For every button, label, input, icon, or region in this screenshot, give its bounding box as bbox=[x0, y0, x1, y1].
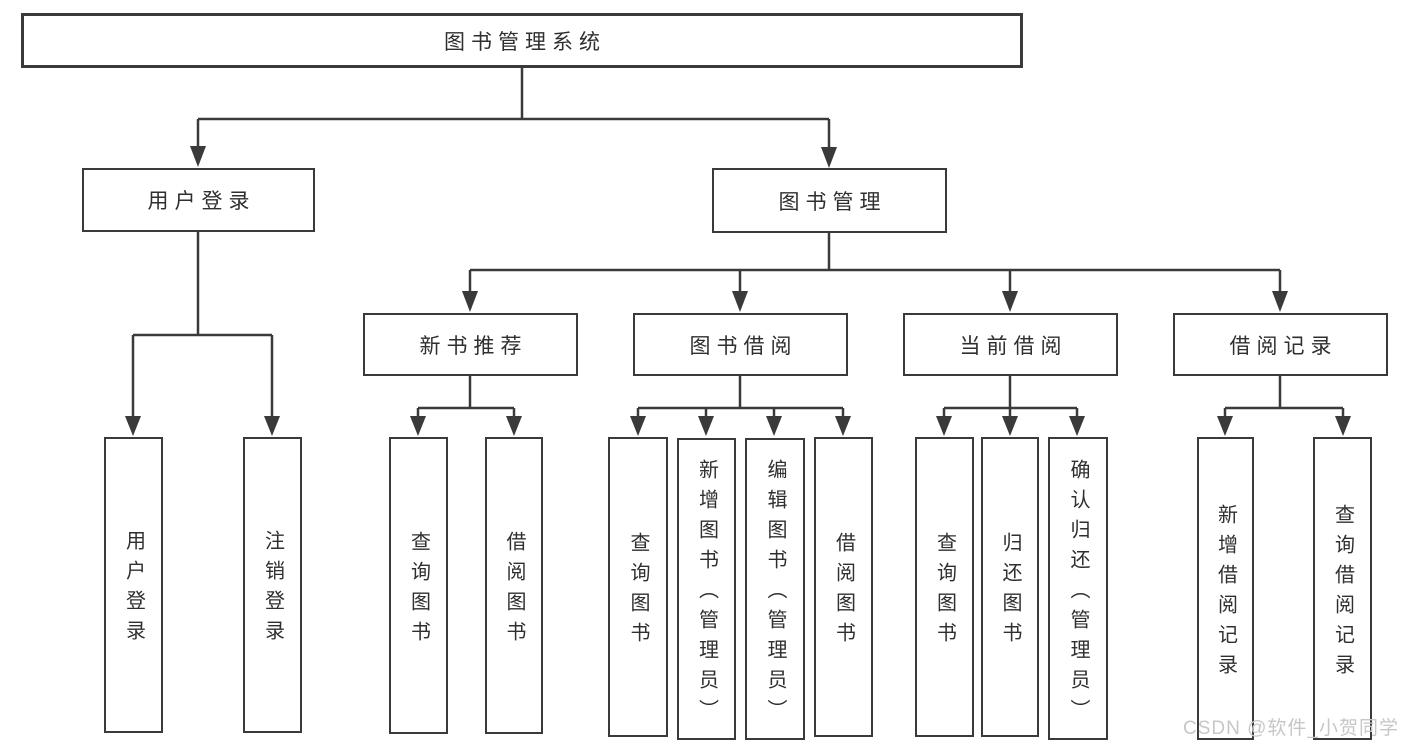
node-new-book-recommend: 新书推荐 bbox=[363, 313, 578, 376]
leaf-borrow-query-book: 查询图书 bbox=[608, 437, 668, 737]
leaf-add-borrow-record: 新增借阅记录 bbox=[1197, 437, 1254, 740]
node-borrow-record: 借阅记录 bbox=[1173, 313, 1388, 376]
node-book-management-label: 图书管理 bbox=[778, 190, 887, 214]
leaf-current-query-book: 查询图书 bbox=[915, 437, 974, 737]
leaf-add-book-admin-label: 新增图书（管理员） bbox=[695, 459, 718, 729]
leaf-edit-book-admin: 编辑图书（管理员） bbox=[745, 438, 805, 740]
node-new-book-recommend-label: 新书推荐 bbox=[419, 334, 528, 358]
node-current-borrow: 当前借阅 bbox=[903, 313, 1118, 376]
leaf-confirm-return-admin-label: 确认归还（管理员） bbox=[1067, 458, 1089, 729]
leaf-add-book-admin: 新增图书（管理员） bbox=[677, 438, 736, 740]
leaf-borrow-borrow-book-label: 借阅图书 bbox=[832, 532, 855, 652]
node-current-borrow-label: 当前借阅 bbox=[959, 334, 1068, 358]
leaf-return-book: 归还图书 bbox=[981, 437, 1039, 737]
leaf-current-query-book-label: 查询图书 bbox=[933, 532, 956, 652]
leaf-recommend-query-book-label: 查询图书 bbox=[407, 530, 430, 651]
leaf-recommend-borrow-book-label: 借阅图书 bbox=[503, 530, 525, 651]
leaf-borrow-query-book-label: 查询图书 bbox=[627, 532, 649, 652]
leaf-logout: 注销登录 bbox=[243, 437, 302, 733]
node-root-label: 图书管理系统 bbox=[444, 30, 606, 54]
node-user-login: 用户登录 bbox=[82, 168, 315, 232]
leaf-recommend-query-book: 查询图书 bbox=[389, 437, 448, 734]
leaf-borrow-borrow-book: 借阅图书 bbox=[814, 437, 873, 737]
leaf-query-borrow-record-label: 查询借阅记录 bbox=[1331, 503, 1354, 684]
leaf-edit-book-admin-label: 编辑图书（管理员） bbox=[764, 459, 786, 729]
node-root: 图书管理系统 bbox=[21, 13, 1023, 68]
leaf-confirm-return-admin: 确认归还（管理员） bbox=[1048, 437, 1108, 740]
node-book-management: 图书管理 bbox=[712, 168, 947, 233]
leaf-logout-label: 注销登录 bbox=[261, 530, 284, 650]
leaf-recommend-borrow-book: 借阅图书 bbox=[485, 437, 543, 734]
leaf-return-book-label: 归还图书 bbox=[999, 532, 1021, 652]
leaf-add-borrow-record-label: 新增借阅记录 bbox=[1214, 503, 1237, 684]
node-book-borrow: 图书借阅 bbox=[633, 313, 848, 376]
leaf-query-borrow-record: 查询借阅记录 bbox=[1313, 437, 1372, 740]
watermark: CSDN @软件_小贺同学 bbox=[1183, 718, 1399, 739]
node-book-borrow-label: 图书借阅 bbox=[689, 334, 798, 358]
node-user-login-label: 用户登录 bbox=[147, 190, 256, 213]
node-borrow-record-label: 借阅记录 bbox=[1229, 334, 1338, 358]
leaf-user-login-label: 用户登录 bbox=[122, 530, 145, 650]
leaf-user-login: 用户登录 bbox=[104, 437, 163, 733]
